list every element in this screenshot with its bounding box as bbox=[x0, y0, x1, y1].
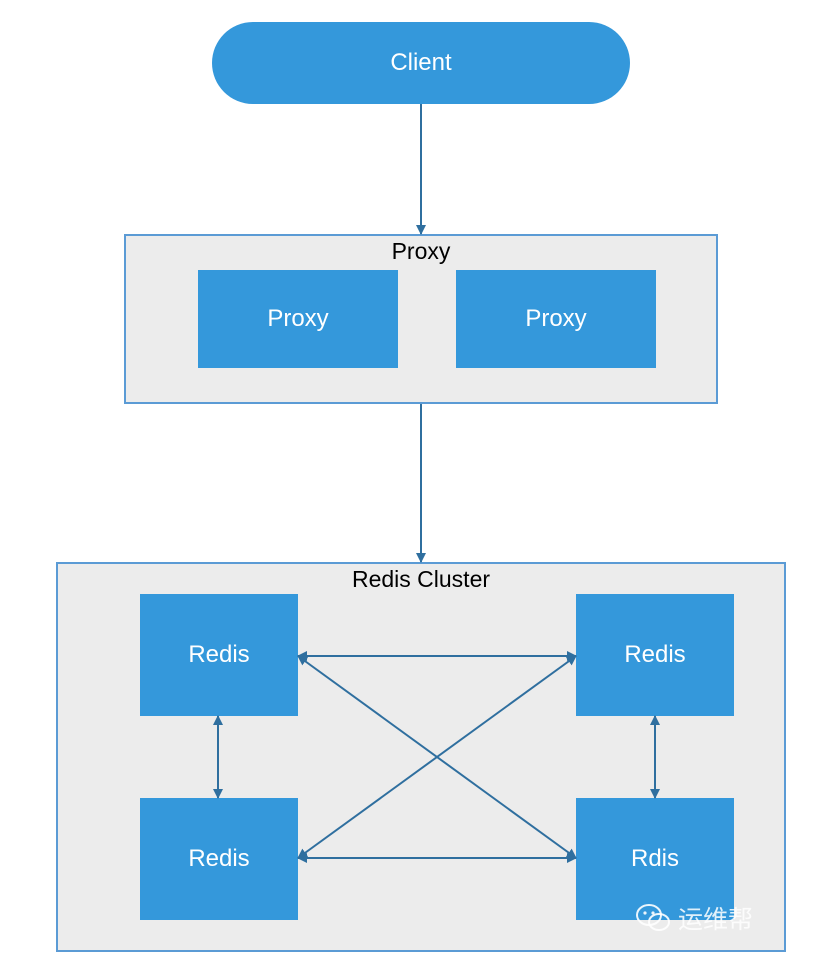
wechat-icon bbox=[636, 904, 670, 931]
proxy-node-1: Proxy bbox=[198, 270, 398, 368]
client-label: Client bbox=[390, 49, 452, 76]
redis-node-top-right: Redis bbox=[576, 594, 734, 716]
watermark-text: 运维帮 bbox=[678, 906, 754, 934]
proxy-node-1-label: Proxy bbox=[267, 305, 329, 332]
redis-node-bottom-right-label: Rdis bbox=[630, 845, 679, 872]
redis-node-top-left-label: Redis bbox=[188, 641, 250, 668]
redis-node-bottom-left: Redis bbox=[140, 798, 298, 920]
redis-node-bottom-left-label: Redis bbox=[188, 845, 250, 872]
proxy-node-2: Proxy bbox=[456, 270, 656, 368]
proxy-node-2-label: Proxy bbox=[525, 305, 587, 332]
redis-cluster-title: Redis Cluster bbox=[351, 566, 491, 592]
client-node: Client bbox=[212, 22, 630, 104]
watermark: 运维帮 bbox=[636, 898, 776, 938]
redis-node-bottom-right: Rdis bbox=[576, 798, 734, 920]
redis-node-top-left: Redis bbox=[140, 594, 298, 716]
diagonal-link-bl-tr bbox=[297, 655, 577, 859]
redis-node-top-right-label: Redis bbox=[624, 641, 686, 668]
proxy-group-title: Proxy bbox=[391, 238, 451, 264]
